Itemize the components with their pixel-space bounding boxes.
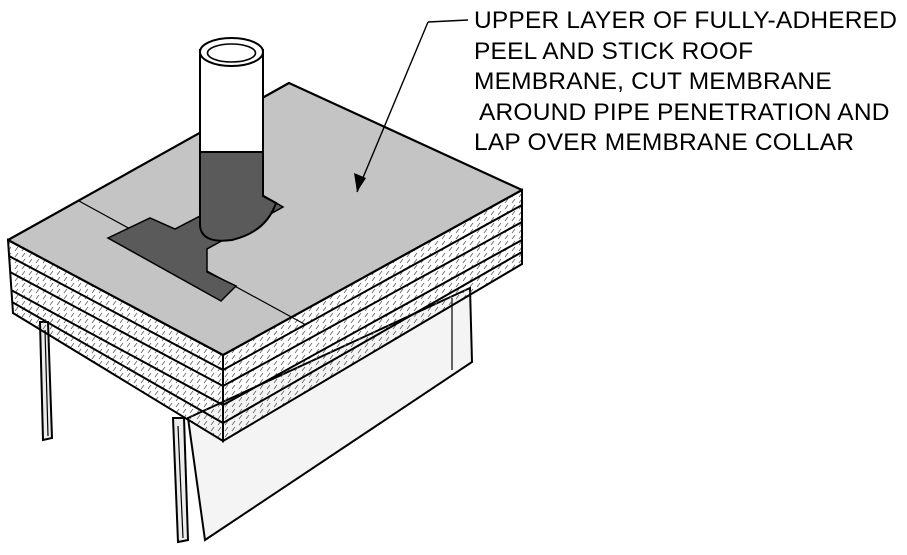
callout-line-5: LAP OVER MEMBRANE COLLAR (474, 129, 855, 156)
pipe-penetration (199, 37, 278, 242)
callout-line-4: AROUND PIPE PENETRATION AND (479, 99, 890, 126)
leader-arrow-icon (354, 19, 469, 193)
pipe-lower-section (199, 151, 278, 242)
callout-line-3: MEMBRANE, CUT MEMBRANE (474, 68, 832, 95)
pipe-opening-inner (206, 43, 257, 63)
callout-line-2: PEEL AND STICK ROOF (474, 38, 754, 65)
callout-line-1: UPPER LAYER OF FULLY-ADHERED (474, 7, 898, 34)
